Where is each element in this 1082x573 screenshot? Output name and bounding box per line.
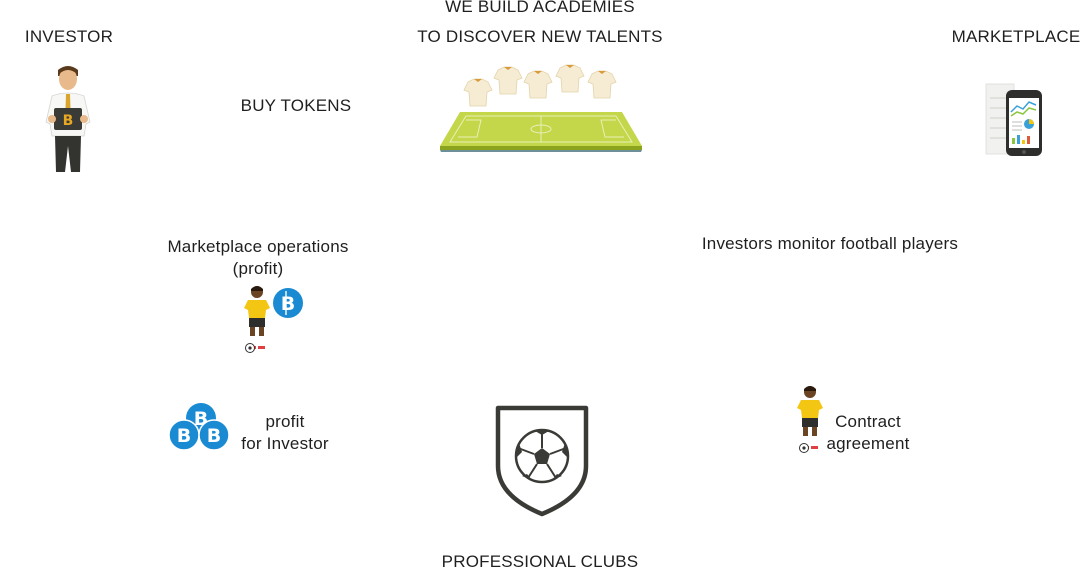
professional-clubs-title: PROFESSIONAL CLUBS bbox=[441, 552, 639, 571]
contract-line2: agreement bbox=[826, 434, 910, 453]
buy-tokens-label: BUY TOKENS bbox=[240, 96, 352, 115]
profit-line1: profit bbox=[265, 412, 305, 431]
club-shield-icon bbox=[494, 404, 590, 518]
investor-title: INVESTOR bbox=[24, 27, 114, 46]
svg-text:B: B bbox=[63, 113, 74, 129]
marketplace-title: MARKETPLACE bbox=[951, 27, 1081, 46]
football-player-contract-icon bbox=[794, 384, 828, 456]
bitcoin-coins-cluster-icon: B B B bbox=[166, 402, 232, 452]
marketplace-ops-line1: Marketplace operations bbox=[167, 237, 349, 256]
contract-line1: Contract bbox=[835, 412, 901, 431]
svg-text:B: B bbox=[177, 425, 191, 447]
svg-text:B: B bbox=[281, 293, 295, 315]
profit-line2: for Investor bbox=[241, 434, 329, 453]
svg-text:B: B bbox=[207, 425, 221, 447]
investors-monitor-label: Investors monitor football players bbox=[701, 234, 959, 253]
bitcoin-coin-icon: B bbox=[272, 287, 304, 319]
academies-title-line2: TO DISCOVER NEW TALENTS bbox=[417, 27, 663, 46]
investor-icon: B bbox=[38, 64, 98, 174]
football-player-icon bbox=[238, 284, 278, 356]
football-pitch-icon bbox=[436, 62, 646, 154]
marketplace-ops-line2: (profit) bbox=[232, 259, 284, 278]
tablet-icon bbox=[982, 78, 1046, 160]
academies-title-line1: WE BUILD ACADEMIES bbox=[445, 0, 635, 16]
